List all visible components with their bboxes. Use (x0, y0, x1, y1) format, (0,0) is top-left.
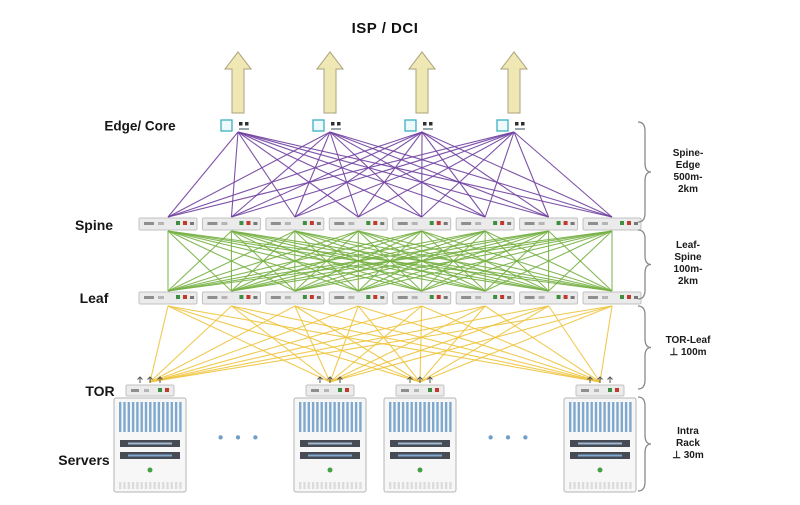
distance-brace (637, 305, 652, 390)
distance-brace (637, 229, 652, 300)
uplink-arrow (407, 51, 437, 114)
more-racks-ellipsis-right: • • • (487, 429, 533, 447)
leaf-switch (519, 291, 579, 305)
leaf-switch (455, 291, 515, 305)
spine-switch (392, 217, 452, 231)
spine-leaf-links (167, 230, 613, 292)
server-rack (293, 397, 367, 493)
distance-label-intra-rack: Intra Rack ⊥ 30m (672, 426, 704, 461)
server-rack (383, 397, 457, 493)
layer-label-leaf: Leaf (79, 290, 109, 306)
tor-switch (125, 376, 175, 397)
spine-switch (582, 217, 642, 231)
diagram-title: ISP / DCI (351, 20, 419, 37)
leaf-switch (201, 291, 261, 305)
spine-switch (201, 217, 261, 231)
uplink-arrow (499, 51, 529, 114)
spine-switch (265, 217, 325, 231)
edge-core-device (496, 119, 525, 132)
leaf-switch (265, 291, 325, 305)
distance-label-tor-leaf: TOR-Leaf ⊥ 100m (665, 335, 711, 358)
leaf-tor-links (149, 305, 613, 383)
uplink-arrows (223, 51, 529, 114)
edge-spine-links (167, 131, 613, 218)
distance-brace (637, 396, 652, 492)
distance-label-spine-edge: Spine- Edge 500m- 2km (672, 148, 704, 195)
edge-core-device (220, 119, 249, 132)
distance-brace (637, 121, 652, 223)
tor-switch (395, 376, 445, 397)
uplink-arrow (315, 51, 345, 114)
leaf-switch (138, 291, 198, 305)
more-racks-ellipsis-left: • • • (217, 429, 263, 447)
spine-switch (455, 217, 515, 231)
server-rack (113, 397, 187, 493)
layer-label-edge-core: Edge/ Core (104, 118, 176, 134)
spine-switch (519, 217, 579, 231)
layer-label-servers: Servers (58, 452, 110, 468)
uplink-arrow (223, 51, 253, 114)
leaf-switch (582, 291, 642, 305)
tor-switch (575, 376, 625, 397)
spine-switch (328, 217, 388, 231)
spine-switch (138, 217, 198, 231)
server-rack (563, 397, 637, 493)
leaf-switch (328, 291, 388, 305)
layer-label-tor: TOR (85, 383, 115, 399)
tor-switch (305, 376, 355, 397)
leaf-switch (392, 291, 452, 305)
layer-label-spine: Spine (74, 217, 114, 233)
distance-label-leaf-spine: Leaf- Spine 100m- 2km (673, 240, 703, 287)
edge-core-device (312, 119, 341, 132)
edge-core-device (404, 119, 433, 132)
